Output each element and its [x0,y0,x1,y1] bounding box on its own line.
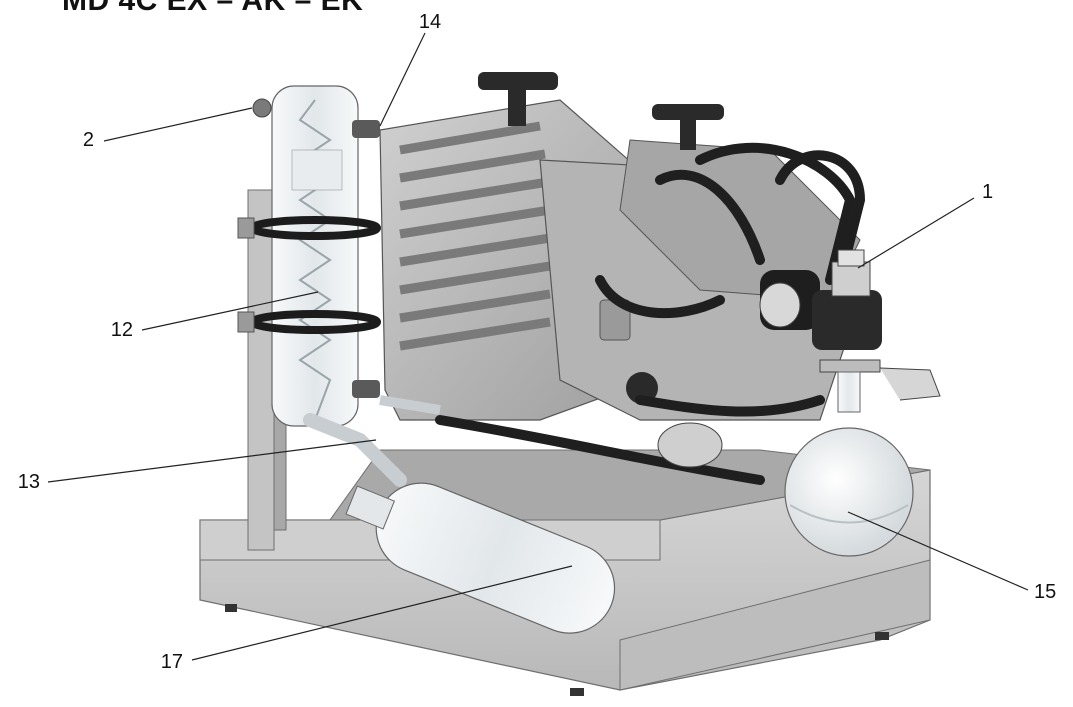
leader-1 [857,197,975,269]
leader-2 [103,107,253,142]
leader-15 [847,511,1029,591]
callout-1: 1 [982,181,993,203]
callout-2: 2 [83,129,94,151]
leader-lines [47,32,1029,661]
callout-13: 13 [18,471,40,493]
connector-tube [303,395,441,487]
leader-14 [379,32,426,127]
callout-14: 14 [419,11,441,33]
receiving-flask [345,482,616,634]
callout-17: 17 [161,651,183,673]
hoses [435,142,866,485]
condenser [237,85,381,427]
callout-12: 12 [111,319,133,341]
leader-12 [141,291,319,331]
pump-housing [379,99,861,421]
handles [478,72,724,150]
round-bottom-flask [784,371,914,557]
separator-head [657,249,941,468]
figure-title: MD 4C EX – AK – EK [62,0,364,17]
leader-17 [191,565,573,661]
callout-labels: 2 14 1 12 13 15 17 [18,11,1057,673]
callout-15: 15 [1034,581,1056,603]
leader-13 [47,439,377,483]
